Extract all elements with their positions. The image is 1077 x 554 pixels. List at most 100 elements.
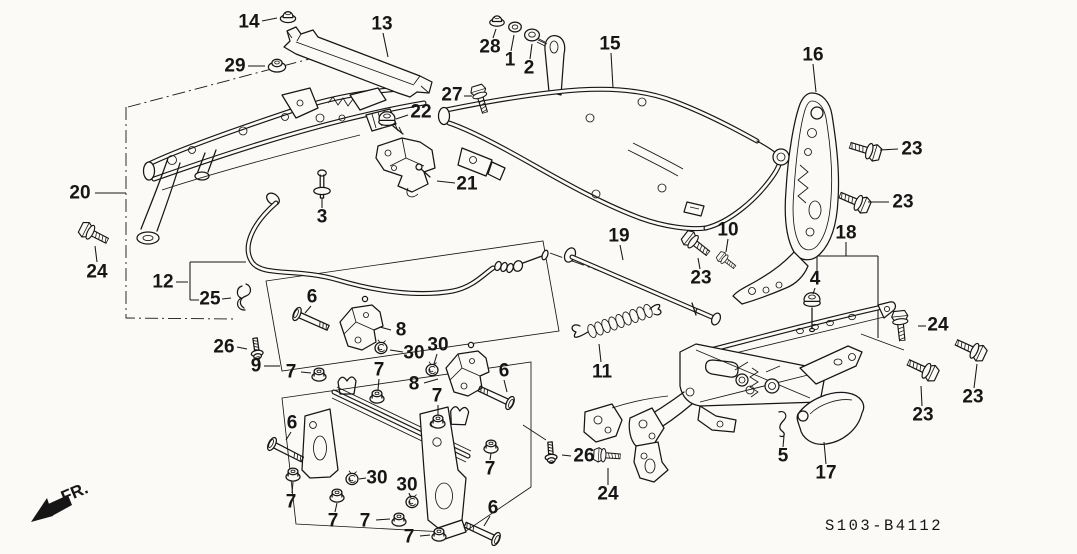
part-number-text: 7 [432, 386, 443, 407]
part-label-16: 16 [802, 45, 824, 93]
part-label-10: 10 [717, 220, 739, 253]
part-number-text: 11 [592, 362, 613, 383]
part-number-text: 23 [912, 405, 933, 426]
leader-line [823, 441, 827, 465]
part-label-1: 1 [505, 34, 516, 71]
leader-line [261, 17, 278, 22]
part-label-7: 7 [432, 386, 443, 415]
part-18-seat-track-assembly-drawing [583, 301, 896, 483]
leader-line [395, 114, 409, 120]
part-number-text: 14 [238, 12, 260, 33]
label-12-bracket [176, 261, 246, 301]
part-number-text: 30 [427, 335, 448, 356]
part-number-text: 26 [213, 337, 234, 358]
part-label-6: 6 [285, 413, 297, 441]
part-27-bolt [468, 82, 493, 116]
part-16-recliner-plate-drawing [732, 92, 840, 305]
part-6-bolt [265, 435, 307, 467]
part-label-24: 24 [918, 315, 949, 336]
part-15-cushion-frame-drawing [437, 34, 790, 232]
part-number-text: 27 [441, 85, 462, 106]
part-label-23: 23 [912, 385, 934, 426]
part-6-bolt [290, 305, 332, 335]
part-label-5: 5 [778, 435, 789, 467]
leader-line [433, 353, 438, 365]
leader-line [503, 379, 508, 393]
part-number-text: 24 [597, 484, 619, 505]
leader-line [358, 477, 367, 480]
part-30-clip-nut [425, 361, 439, 377]
part-24-bolt [76, 219, 112, 249]
part-number-text: 30 [366, 468, 387, 489]
part-6-bolt [475, 381, 517, 412]
diagram-code: S103-B4112 [825, 517, 943, 535]
part-21-lock-bracket-drawing [375, 123, 436, 198]
part-number-text: 7 [374, 360, 385, 381]
part-number-text: 13 [371, 14, 392, 35]
part-label-23: 23 [690, 257, 712, 289]
leader-line [812, 63, 817, 93]
leader-line [408, 492, 412, 499]
part-7-nut [311, 367, 327, 382]
part-30-clip-nut [345, 470, 359, 486]
part-label-7: 7 [360, 511, 391, 532]
leader-line [561, 454, 572, 457]
leader-line [492, 28, 497, 39]
part-label-23: 23 [868, 192, 914, 213]
leader-line [436, 180, 456, 184]
part-28-cap-nut [489, 15, 505, 27]
part-label-12: 12 [152, 272, 173, 293]
part-number-text: 7 [286, 362, 297, 383]
part-label-8: 8 [409, 374, 439, 395]
part-label-8: 8 [379, 320, 407, 341]
part-number-text: 23 [892, 192, 913, 213]
part-30-clip-nut [405, 493, 419, 509]
part-label-24: 24 [86, 245, 108, 283]
part-number-text: 7 [360, 511, 371, 532]
leader-line [423, 378, 439, 384]
part-number-text: 8 [396, 320, 407, 341]
part-3-stud [313, 169, 331, 199]
part-14-cap-nut [279, 10, 297, 24]
part-12-cable-drawing [236, 192, 549, 311]
leader-line [389, 349, 404, 353]
part-7-nut [483, 439, 499, 454]
part-number-text: 6 [307, 287, 318, 308]
part-7-nut [430, 414, 446, 429]
leader-line [483, 515, 491, 527]
leader-line [510, 34, 515, 52]
part-number-text: 20 [69, 183, 90, 204]
part-number-text: 2 [524, 58, 535, 79]
part-number-text: 23 [690, 268, 711, 289]
leader-line [221, 297, 232, 300]
part-label-7: 7 [328, 502, 338, 532]
construction-lines [125, 52, 905, 534]
leader-line [812, 287, 816, 295]
part-number-text: 23 [901, 139, 922, 160]
part-label-3: 3 [317, 198, 327, 228]
part-label-30: 30 [389, 343, 425, 364]
part-label-30: 30 [396, 475, 418, 499]
part-label-26: 26 [561, 446, 595, 467]
part-17-recliner-handle-drawing [796, 391, 865, 445]
part-label-21: 21 [436, 174, 478, 195]
part-number-text: 30 [396, 475, 417, 496]
part-number-text: 12 [152, 272, 173, 293]
leader-line [382, 32, 389, 58]
part-number-text: 26 [573, 446, 594, 467]
part-7-nut [285, 467, 301, 482]
part-2-washer [523, 28, 541, 42]
part-label-24: 24 [597, 468, 619, 505]
part-7-nut [391, 512, 407, 527]
leader-line [973, 363, 978, 389]
leader-line [920, 385, 923, 407]
part-30-clip-nut [374, 339, 388, 355]
part-23-bolt [679, 228, 714, 261]
part-label-7: 7 [286, 362, 312, 383]
leader-line [782, 435, 785, 448]
part-label-7: 7 [374, 360, 385, 391]
part-label-23: 23 [879, 139, 923, 160]
part-number-text: 19 [608, 226, 629, 247]
leader-line [304, 305, 312, 314]
